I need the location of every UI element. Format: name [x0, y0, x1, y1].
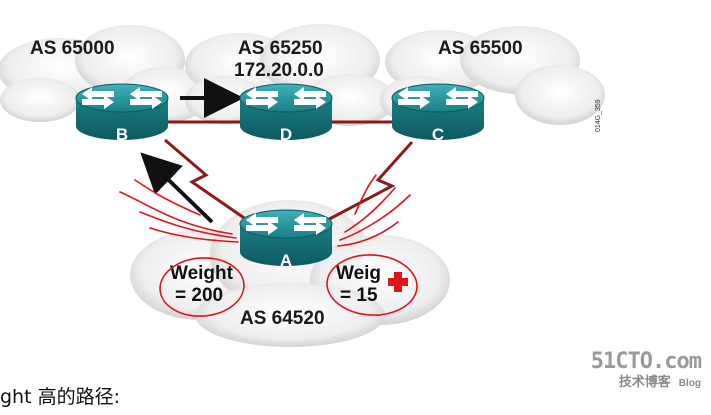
as-label-64520: AS 64520 [240, 308, 325, 329]
router-a: A [239, 209, 333, 270]
link-b-a [164, 138, 251, 224]
link-c-a [317, 140, 414, 227]
watermark-subtitle: 技术博客 Blog [591, 374, 701, 393]
watermark: 51CTO.com 技术博客 Blog [590, 349, 702, 393]
router-c: C [391, 83, 485, 144]
figure-code: 014G_359 [595, 99, 602, 132]
as-label-65250: AS 65250 [238, 38, 323, 59]
as-label-65500: AS 65500 [438, 38, 523, 59]
watermark-blog: Blog [678, 378, 701, 389]
router-label-d: D [280, 125, 292, 144]
caption-text: ght 高的路径: [0, 386, 120, 408]
red-cross-icon [388, 272, 408, 292]
weight-right-line2: = 15 [340, 285, 378, 306]
watermark-site: 51CTO.com [590, 349, 702, 374]
arrow-a-to-b [140, 152, 214, 224]
red-annotations [119, 174, 418, 317]
weight-right-line1: Weig [336, 263, 381, 284]
router-label-b: B [116, 125, 128, 144]
router-label-c: C [432, 125, 444, 144]
router-b: B [75, 83, 169, 144]
links [164, 120, 414, 227]
as-label-65000: AS 65000 [30, 38, 115, 59]
cloud-as-65500 [380, 26, 605, 125]
weight-left-line2: = 200 [175, 285, 223, 306]
watermark-tech-blog: 技术博客 [618, 375, 671, 390]
router-d: D [239, 83, 333, 144]
router-label-a: A [280, 251, 292, 270]
weight-left-line1: Weight [170, 263, 234, 284]
as-network-172-20: 172.20.0.0 [234, 60, 324, 81]
